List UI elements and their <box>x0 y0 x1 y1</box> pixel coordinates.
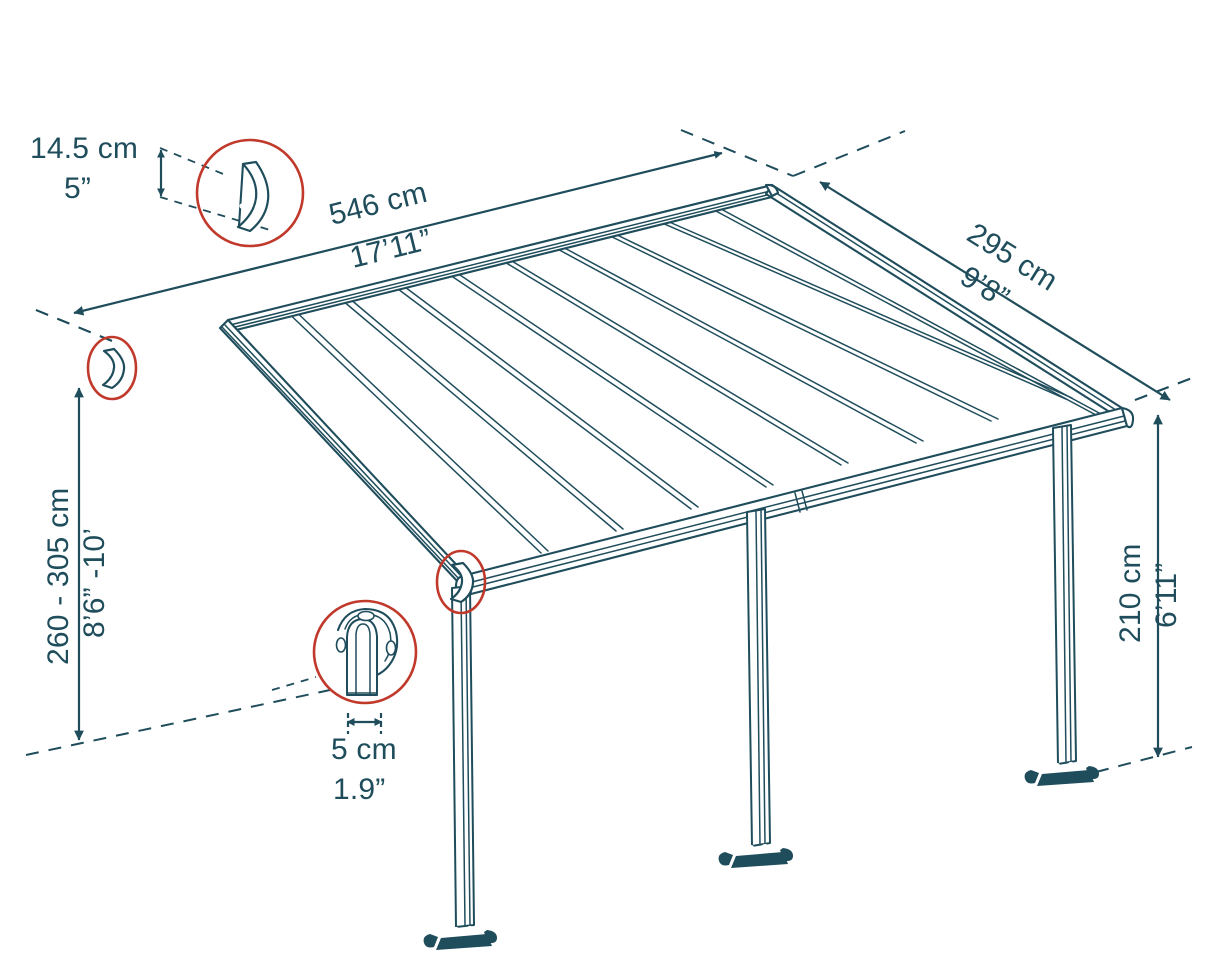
profile-detail-ring <box>195 138 305 248</box>
back-right-end-cap <box>764 183 780 198</box>
wall-height-extension-bottom <box>25 689 331 756</box>
profile-height-imperial-label: 5” <box>64 172 91 205</box>
post-base-plate-middle <box>718 843 793 868</box>
front-height-metric-label: 210 cm <box>1114 543 1147 643</box>
post-base-plate-right <box>1024 761 1099 786</box>
wall-height-imperial-label: 8’6” -10’ <box>78 528 111 638</box>
support-posts <box>423 424 1099 950</box>
post-cross-section-detail-circle: 5 cm 1.9” <box>271 599 418 806</box>
post-base-plate-left <box>423 925 497 950</box>
beam-corner-detail-circle <box>435 549 487 615</box>
front-height-extension-top <box>1134 377 1193 401</box>
post-width-metric-label: 5 cm <box>331 733 397 766</box>
front-post-middle <box>718 508 793 868</box>
front-height-imperial-label: 6’11” <box>1150 563 1183 628</box>
wall-height-dimension-group: 260 - 305 cm 8’6” -10’ <box>25 309 331 756</box>
post-width-imperial-label: 1.9” <box>333 773 386 806</box>
wall-height-metric-label: 260 - 305 cm <box>42 488 75 666</box>
front-right-end-cap <box>1120 406 1135 429</box>
gutter-profile-detail-circle: 14.5 cm 5” <box>30 132 305 248</box>
beam-corner-detail-ring <box>435 549 487 615</box>
wall-bracket-detail-ring <box>86 335 138 401</box>
front-height-extension-bottom <box>1095 746 1193 773</box>
post-connector-shape <box>335 607 399 696</box>
projection-dimension-arrow <box>819 181 1171 401</box>
front-height-dimension-group: 210 cm 6’11” <box>1095 377 1193 773</box>
post-detail-leader-line <box>271 676 317 691</box>
profile-height-metric-label: 14.5 cm <box>30 132 138 165</box>
profile-leader-line-upper <box>159 147 229 177</box>
wall-bracket-detail-circle <box>86 335 138 401</box>
width-extension-line-right <box>680 129 794 177</box>
post-detail-ring <box>312 599 418 705</box>
width-dimension-arrow <box>73 150 723 316</box>
projection-extension-line-top <box>792 130 906 177</box>
front-post-right <box>1024 424 1099 786</box>
d-profile-shape <box>236 160 270 233</box>
